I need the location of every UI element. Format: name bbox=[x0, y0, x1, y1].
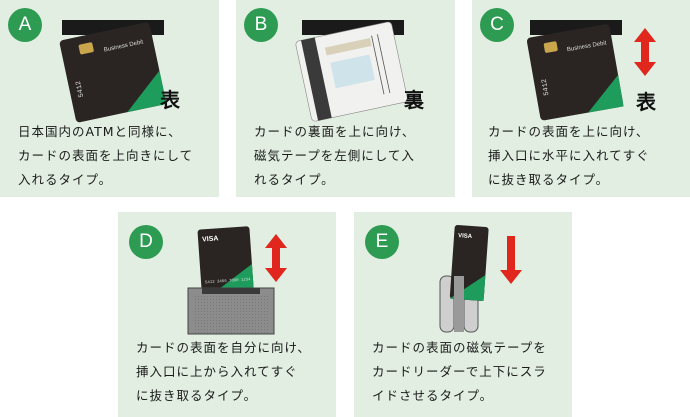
badge-d: D bbox=[129, 225, 163, 259]
card-number-text: 5412 bbox=[75, 80, 86, 98]
side-label-c: 表 bbox=[636, 90, 656, 114]
description-d: カードの表面を自分に向け、 挿入口に上から入れてすぐ に抜き取るタイプ。 bbox=[136, 340, 311, 403]
side-label-a: 表 bbox=[160, 88, 180, 112]
card-number-text: 5412 bbox=[541, 78, 552, 96]
card-brand-text: VISA bbox=[202, 235, 219, 243]
panel-c: C Business Debit 5412 表 カードの表面を上に向け、 挿入口… bbox=[472, 0, 690, 197]
badge-c: C bbox=[480, 8, 514, 42]
card-insert-illustration-b bbox=[295, 20, 408, 122]
description-c: カードの表面を上に向け、 挿入口に水平に入れてすぐ に抜き取るタイプ。 bbox=[488, 124, 650, 187]
panel-e: E VISA カードの表面の磁気テープを カードリーダーで上下にスラ イドさせる… bbox=[354, 212, 572, 417]
card-swipe-illustration-e: VISA bbox=[439, 225, 489, 333]
panel-a: A Business Debit 5412 表 日本国内のATMと同様に、 カー… bbox=[0, 0, 219, 197]
card-insert-illustration-a: Business Debit 5412 bbox=[59, 20, 167, 123]
down-arrow-icon bbox=[500, 236, 522, 284]
description-b: カードの裏面を上に向け、 磁気テープを左側にして入 れるタイプ。 bbox=[254, 124, 416, 187]
side-label-b: 裏 bbox=[404, 88, 424, 112]
card-brand-text: VISA bbox=[458, 233, 473, 240]
badge-b: B bbox=[244, 8, 278, 42]
badge-e: E bbox=[365, 225, 399, 259]
badge-a: A bbox=[8, 8, 42, 42]
panel-d: D VISA 5412 3456 7890 1234 カードの表面を自分に向け、… bbox=[118, 212, 336, 417]
up-down-arrow-icon bbox=[265, 234, 287, 282]
card-insert-illustration-c: Business Debit 5412 bbox=[526, 20, 624, 121]
card-number-full-text: 5412 3456 7890 1234 bbox=[205, 278, 251, 285]
description-e: カードの表面の磁気テープを カードリーダーで上下にスラ イドさせるタイプ。 bbox=[372, 340, 547, 403]
description-a: 日本国内のATMと同様に、 カードの表面を上向きにして 入れるタイプ。 bbox=[18, 124, 194, 187]
card-insert-illustration-d: VISA 5412 3456 7890 1234 bbox=[187, 226, 275, 335]
up-down-arrow-icon bbox=[634, 28, 656, 76]
panel-b: B 裏 カードの裏面を上に向け、 磁気テープを左側にして入 れるタイプ。 bbox=[236, 0, 455, 197]
